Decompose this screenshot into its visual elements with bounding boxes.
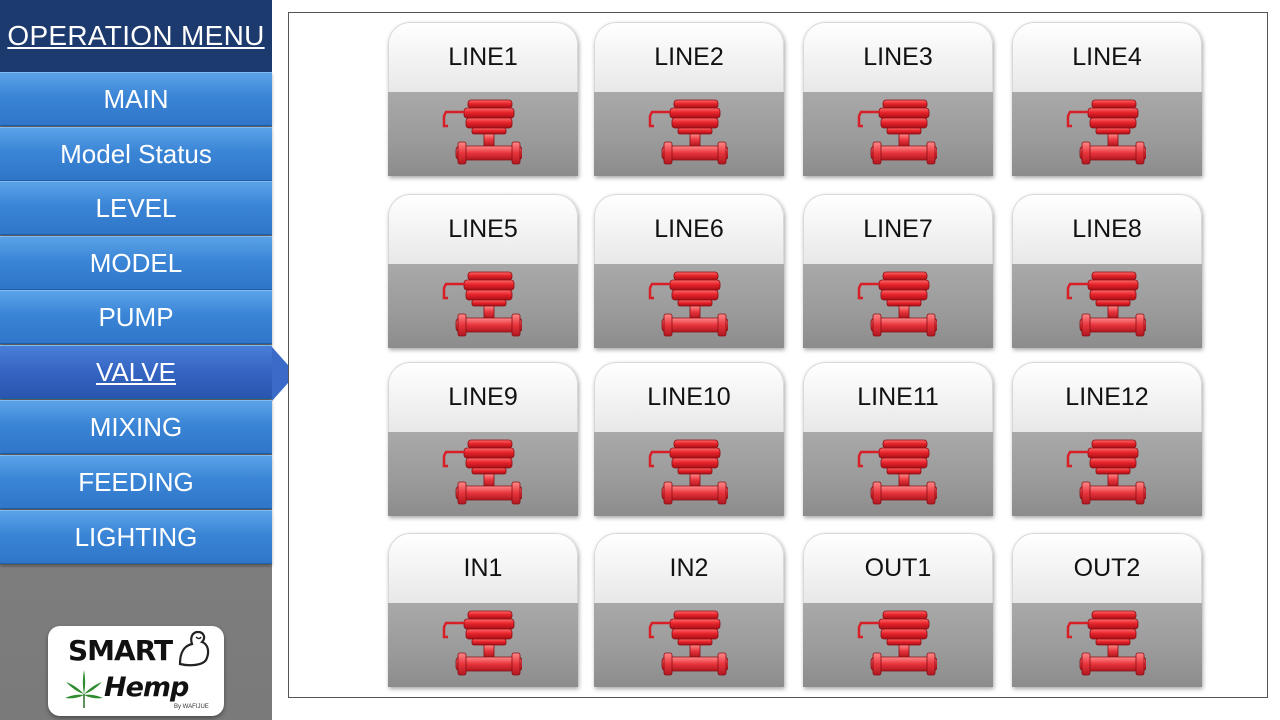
valve-card-icon-area [803, 603, 993, 687]
valve-card-line9[interactable]: LINE9 [388, 362, 578, 516]
valve-card-line12[interactable]: LINE12 [1012, 362, 1202, 516]
valve-card-icon-area [803, 432, 993, 516]
menu-item-valve[interactable]: VALVE [0, 345, 272, 399]
valve-card-icon-area [803, 92, 993, 176]
valve-card-label: OUT2 [1012, 533, 1202, 603]
valve-card-label: LINE11 [803, 362, 993, 432]
valve-card-line3[interactable]: LINE3 [803, 22, 993, 176]
valve-card-label: LINE12 [1012, 362, 1202, 432]
valve-card-label: LINE10 [594, 362, 784, 432]
valve-card-label: LINE7 [803, 194, 993, 264]
valve-icon [648, 436, 729, 516]
valve-card-line7[interactable]: LINE7 [803, 194, 993, 348]
valve-card-icon-area [594, 603, 784, 687]
valve-card-icon-area [388, 603, 578, 687]
valve-card-icon-area [594, 92, 784, 176]
valve-card-in1[interactable]: IN1 [388, 533, 578, 687]
valve-card-icon-area [803, 264, 993, 348]
valve-icon [442, 436, 523, 516]
valve-card-label: LINE6 [594, 194, 784, 264]
valve-icon [442, 268, 523, 348]
logo-byline: By WAFIJUE [174, 704, 209, 710]
menu-item-model[interactable]: MODEL [0, 236, 272, 290]
valve-icon [1066, 436, 1147, 516]
valve-card-icon-area [1012, 603, 1202, 687]
valve-card-icon-area [388, 264, 578, 348]
valve-card-label: LINE8 [1012, 194, 1202, 264]
valve-card-label: LINE4 [1012, 22, 1202, 92]
valve-card-line11[interactable]: LINE11 [803, 362, 993, 516]
valve-card-line8[interactable]: LINE8 [1012, 194, 1202, 348]
valve-card-line6[interactable]: LINE6 [594, 194, 784, 348]
valve-card-out1[interactable]: OUT1 [803, 533, 993, 687]
valve-card-label: IN2 [594, 533, 784, 603]
valve-icon [1066, 268, 1147, 348]
valve-icon [648, 268, 729, 348]
menu-item-main[interactable]: MAIN [0, 72, 272, 126]
valve-card-icon-area [1012, 92, 1202, 176]
valve-icon [1066, 607, 1147, 687]
valve-card-label: OUT1 [803, 533, 993, 603]
valve-card-label: LINE1 [388, 22, 578, 92]
valve-card-line5[interactable]: LINE5 [388, 194, 578, 348]
menu-item-feeding[interactable]: FEEDING [0, 455, 272, 509]
valve-card-icon-area [594, 264, 784, 348]
valve-card-label: LINE2 [594, 22, 784, 92]
valve-card-label: IN1 [388, 533, 578, 603]
valve-card-icon-area [388, 432, 578, 516]
valve-icon [442, 96, 523, 176]
valve-icon [857, 436, 938, 516]
valve-card-label: LINE5 [388, 194, 578, 264]
sidebar: OPERATION MENU MAIN Model Status LEVEL M… [0, 0, 272, 720]
valve-card-in2[interactable]: IN2 [594, 533, 784, 687]
valve-icon [648, 96, 729, 176]
valve-icon [442, 607, 523, 687]
valve-icon [857, 268, 938, 348]
valve-icon [857, 96, 938, 176]
hemp-leaf-icon [65, 670, 103, 708]
menu-item-mixing[interactable]: MIXING [0, 400, 272, 454]
smart-hemp-logo: SMART Hemp By WAFIJUE [48, 626, 224, 716]
valve-card-out2[interactable]: OUT2 [1012, 533, 1202, 687]
flexed-arm-icon [178, 630, 210, 667]
valve-card-line1[interactable]: LINE1 [388, 22, 578, 176]
valve-card-icon-area [1012, 264, 1202, 348]
valve-card-line2[interactable]: LINE2 [594, 22, 784, 176]
menu-item-pump[interactable]: PUMP [0, 290, 272, 344]
valve-card-icon-area [594, 432, 784, 516]
valve-card-icon-area [1012, 432, 1202, 516]
logo-text-smart: SMART [68, 634, 173, 667]
menu-header: OPERATION MENU [0, 0, 272, 72]
valve-card-label: LINE9 [388, 362, 578, 432]
logo-text-hemp: Hemp [104, 672, 189, 703]
valve-card-line4[interactable]: LINE4 [1012, 22, 1202, 176]
valve-icon [857, 607, 938, 687]
valve-icon [648, 607, 729, 687]
valve-card-label: LINE3 [803, 22, 993, 92]
valve-card-line10[interactable]: LINE10 [594, 362, 784, 516]
valve-panel: LINE1 LINE2 [288, 12, 1268, 698]
menu-item-model-status[interactable]: Model Status [0, 127, 272, 181]
menu-item-lighting[interactable]: LIGHTING [0, 510, 272, 564]
menu-item-level[interactable]: LEVEL [0, 181, 272, 235]
valve-card-icon-area [388, 92, 578, 176]
valve-icon [1066, 96, 1147, 176]
